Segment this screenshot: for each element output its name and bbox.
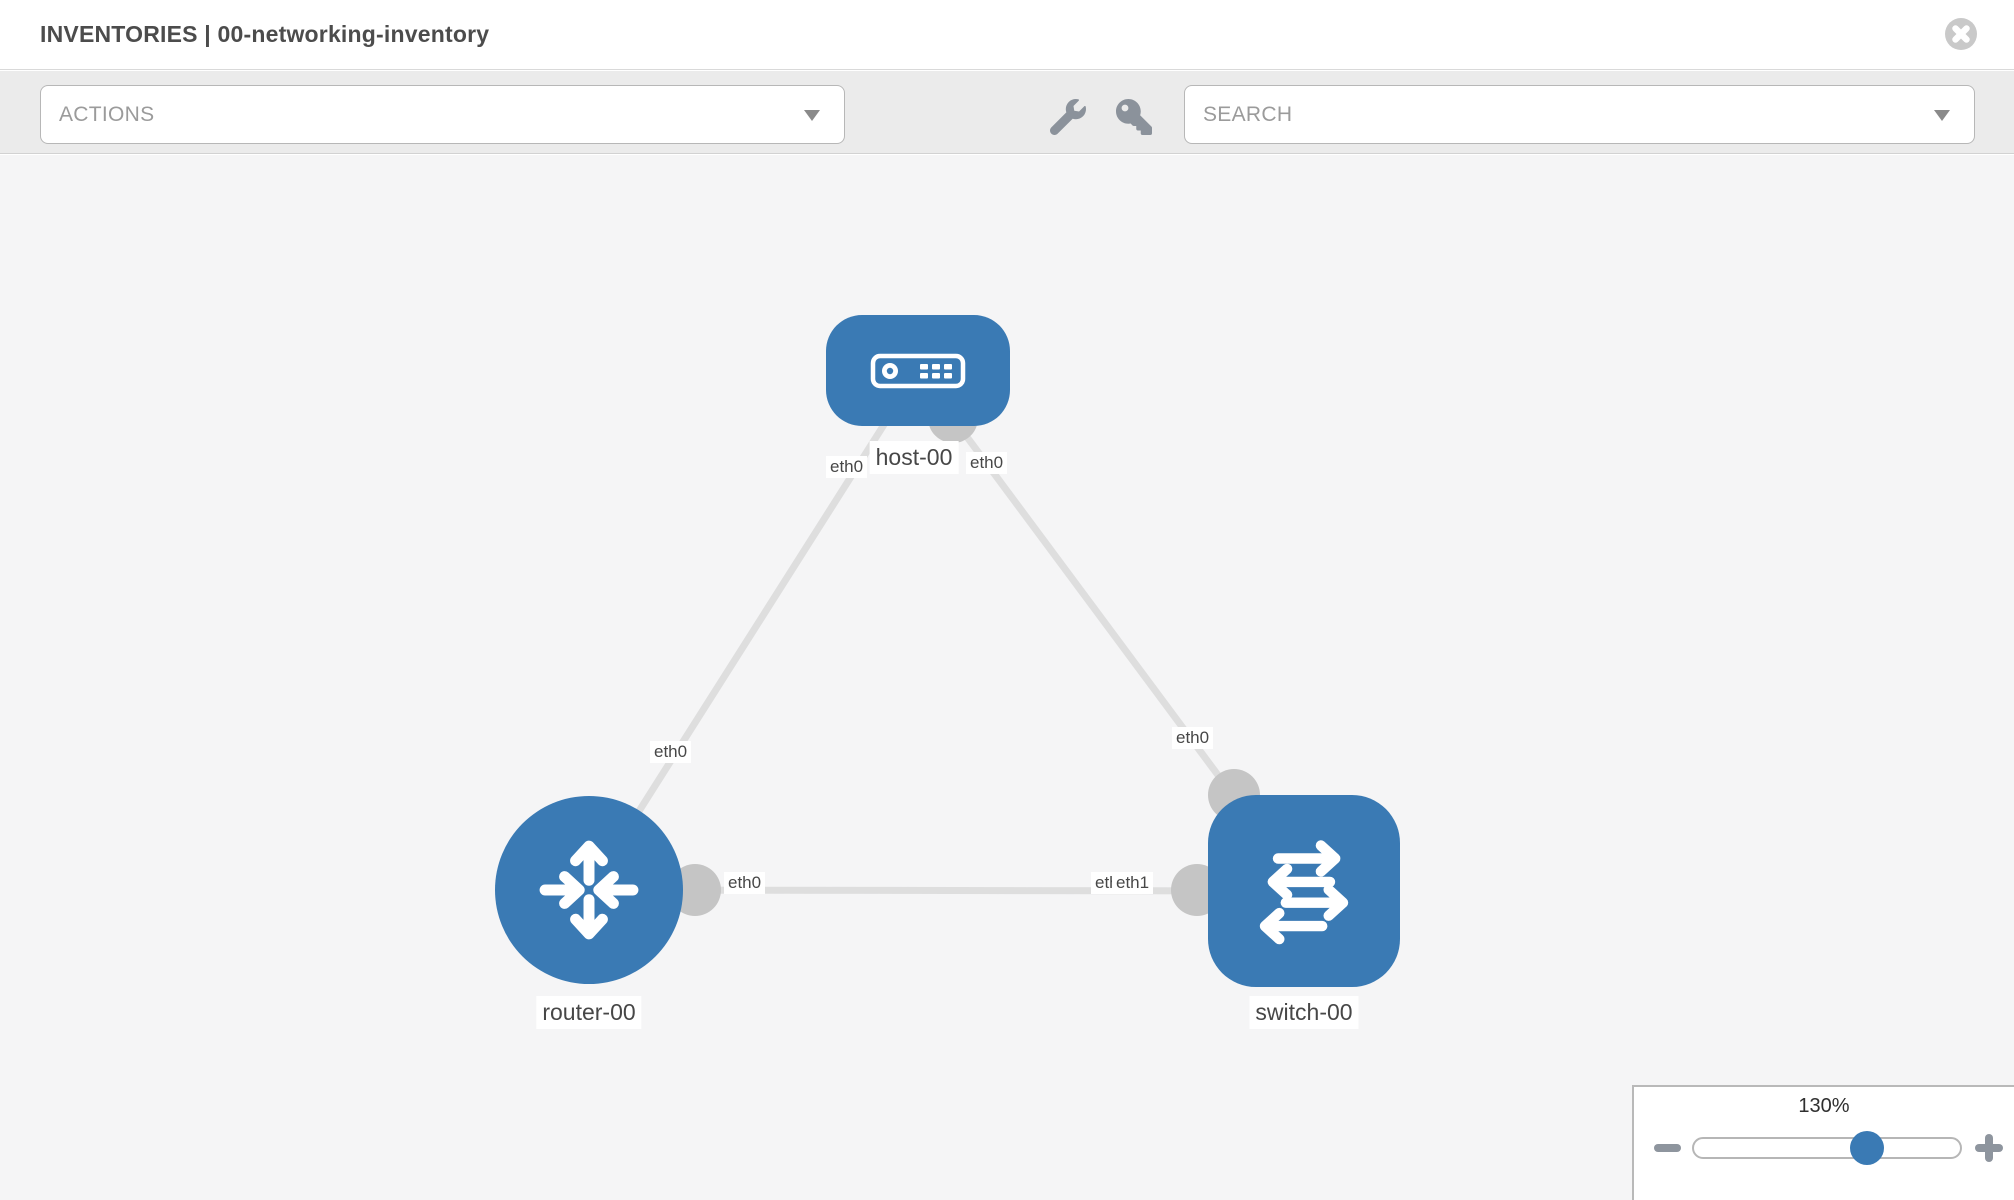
topology-edges xyxy=(586,368,1307,916)
iface-label-overlap: eth0 eth1 xyxy=(1091,872,1171,896)
wrench-icon xyxy=(1050,99,1086,135)
zoom-slider[interactable] xyxy=(1692,1131,1962,1165)
chevron-down-icon xyxy=(1934,109,1950,121)
key-button[interactable] xyxy=(1116,97,1156,137)
iface-label: eth1 xyxy=(1112,872,1154,894)
switch-icon xyxy=(1259,840,1349,945)
zoom-out-button[interactable] xyxy=(1654,1144,1681,1152)
node-label-host: host-00 xyxy=(869,441,959,474)
close-button[interactable] xyxy=(1945,18,1977,50)
router-icon xyxy=(539,840,639,940)
node-label-switch: switch-00 xyxy=(1249,996,1359,1029)
key-icon xyxy=(1116,99,1152,135)
header: INVENTORIES | 00-networking-inventory xyxy=(0,0,2014,70)
topology-canvas[interactable]: host-00 router-00 switch-00 eth0 eth0 et… xyxy=(0,155,2014,1200)
iface-label: eth0 xyxy=(1172,727,1214,749)
actions-dropdown-label: ACTIONS xyxy=(59,102,155,126)
tools-button[interactable] xyxy=(1050,97,1090,137)
node-label-router: router-00 xyxy=(536,996,642,1029)
iface-label: eth0 xyxy=(826,456,868,478)
host-icon xyxy=(870,353,966,388)
zoom-in-button[interactable] xyxy=(1975,1134,2003,1162)
iface-label: eth0 xyxy=(966,452,1008,474)
node-router-00[interactable] xyxy=(495,796,683,984)
search-dropdown-label: SEARCH xyxy=(1203,102,1293,126)
iface-label: eth0 xyxy=(724,872,766,894)
toolbar: ACTIONS SEARCH xyxy=(0,71,2014,154)
node-host-00[interactable] xyxy=(826,315,1010,426)
iface-label: eth0 xyxy=(650,741,692,763)
page-title: INVENTORIES | 00-networking-inventory xyxy=(40,21,490,47)
zoom-panel: 130% xyxy=(1632,1085,2014,1200)
close-icon xyxy=(1952,25,1970,43)
chevron-down-icon xyxy=(804,109,820,121)
search-dropdown[interactable]: SEARCH xyxy=(1184,85,1975,144)
actions-dropdown[interactable]: ACTIONS xyxy=(40,85,845,144)
zoom-slider-thumb[interactable] xyxy=(1850,1131,1884,1165)
node-switch-00[interactable] xyxy=(1208,795,1400,987)
zoom-level: 130% xyxy=(1798,1095,1850,1117)
